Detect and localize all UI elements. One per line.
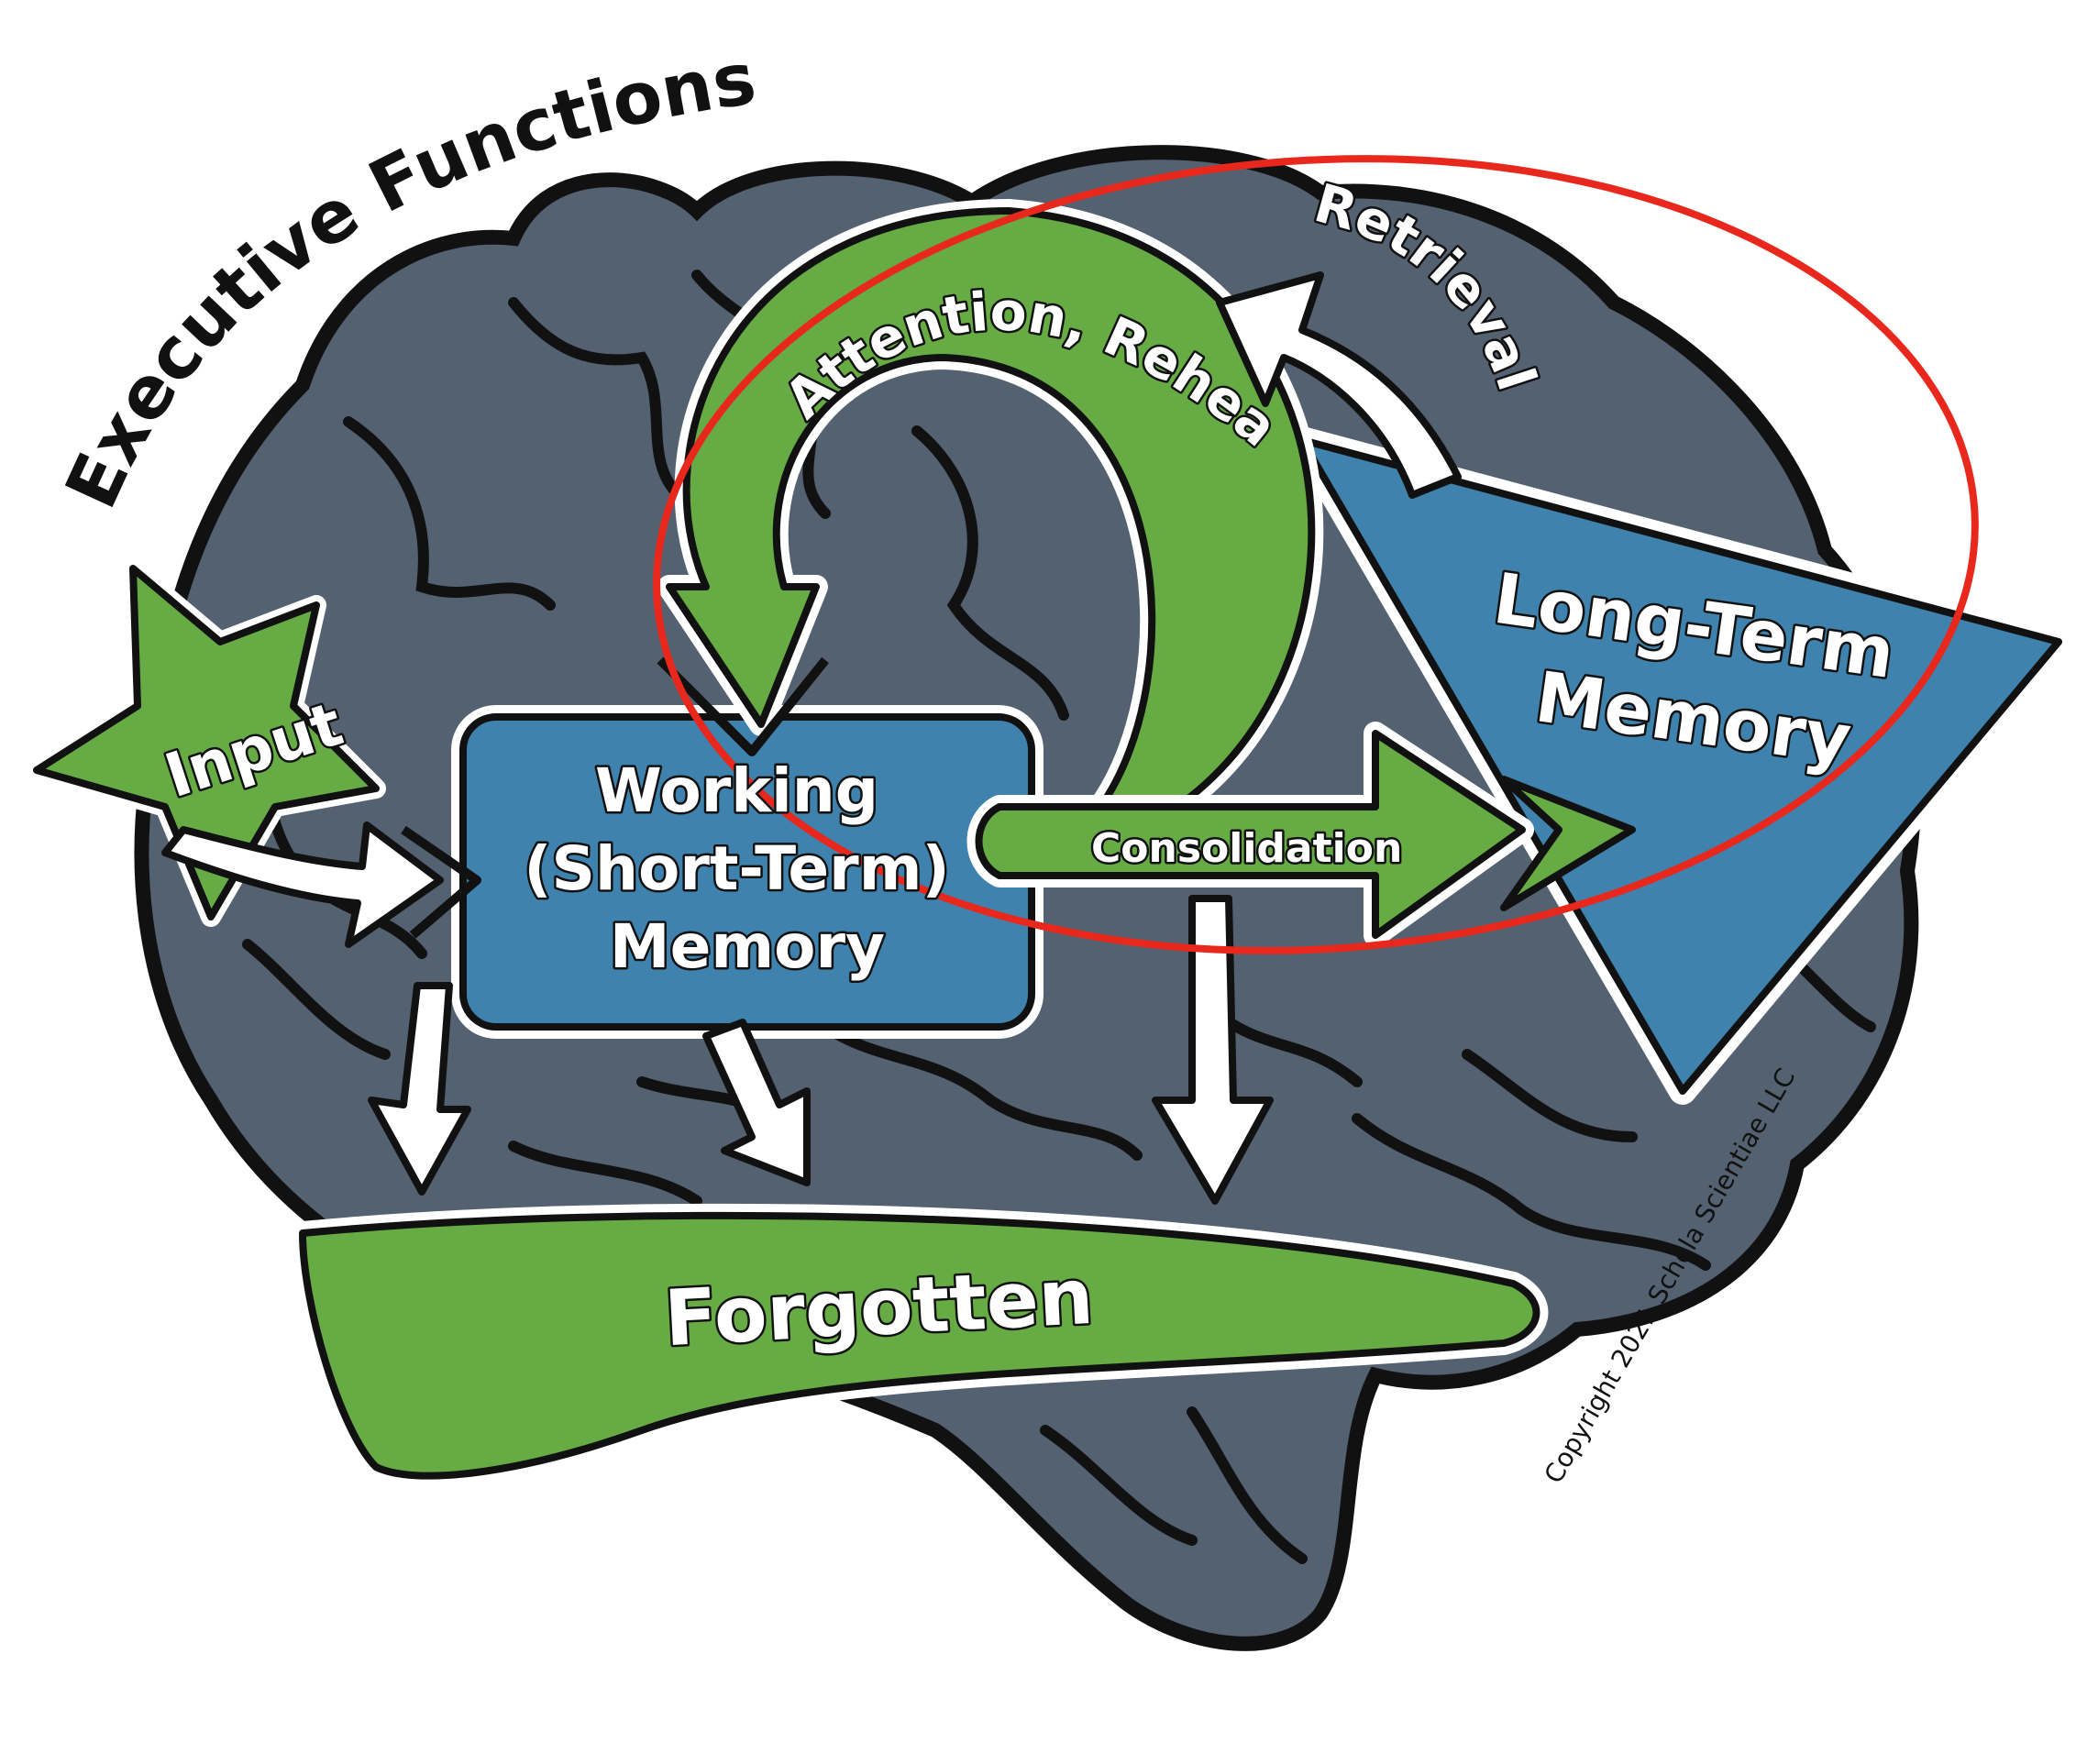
input-star bbox=[27, 558, 386, 927]
forget-arrow-working bbox=[702, 1019, 811, 1186]
retrieval-arrow bbox=[1216, 271, 1462, 499]
long-term-memory-triangle bbox=[1288, 426, 2072, 1105]
input-arrow bbox=[161, 821, 481, 948]
consolidation-arrow bbox=[966, 722, 1636, 947]
forgotten-label: Forgotten bbox=[662, 1251, 1096, 1363]
forget-arrows bbox=[368, 895, 1274, 1205]
consolidation-label: Consolidation bbox=[1091, 825, 1402, 872]
forget-arrow-consolidation bbox=[1152, 895, 1274, 1205]
working-memory-label: Working (Short-Term) Memory bbox=[524, 755, 970, 982]
forgotten-band bbox=[291, 1203, 1549, 1488]
attention-arrowhead-inner bbox=[657, 656, 829, 756]
attention-rehearsal-loop bbox=[657, 199, 1324, 837]
forget-arrow-input bbox=[368, 982, 471, 1196]
highlight-ellipse bbox=[653, 155, 1979, 954]
